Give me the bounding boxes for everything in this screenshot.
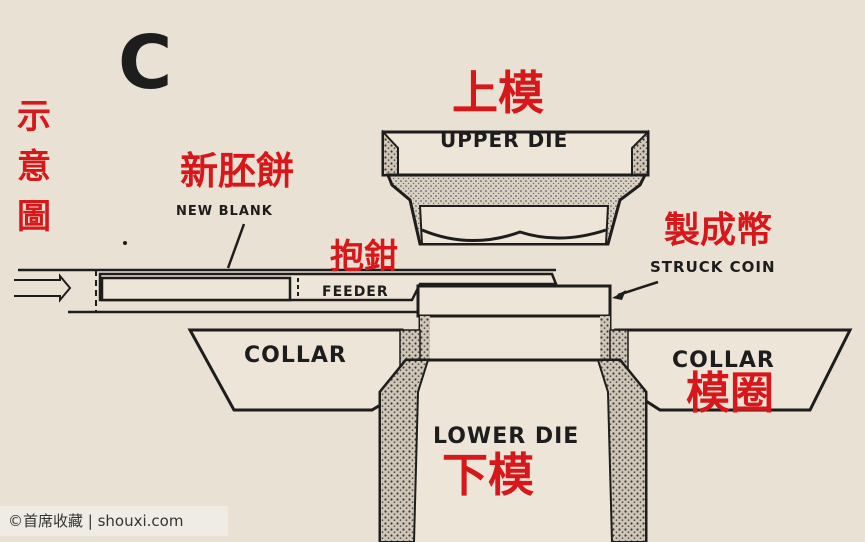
upper-die-label-en: UPPER DIE xyxy=(440,128,569,152)
struck-coin-label-en: STRUCK COIN xyxy=(650,258,776,276)
new-blank-label-en: NEW BLANK xyxy=(176,204,273,219)
side-caption-char-3: 圖 xyxy=(17,197,51,237)
lower-die-label-en: LOWER DIE xyxy=(433,424,580,449)
collar-label-zh: 模圈 xyxy=(686,368,774,419)
upper-die xyxy=(381,129,650,246)
struck-coin-area xyxy=(416,280,659,362)
lower-die-label-zh: 下模 xyxy=(442,448,534,502)
struck-coin-label-zh: 製成幣 xyxy=(664,209,773,251)
side-caption: 示 意 圖 xyxy=(14,92,54,242)
credit-watermark: ©首席收藏 | shouxi.com xyxy=(0,506,228,536)
feeder-label-zh: 抱鉗 xyxy=(330,237,398,277)
feeder-label-en: FEEDER xyxy=(322,284,389,300)
side-caption-char-1: 示 xyxy=(17,97,51,137)
panel-letter: C xyxy=(118,20,173,106)
collar-right-label: COLLAR xyxy=(672,348,775,373)
feeder-arm xyxy=(14,223,558,314)
new-blank-label-zh: 新胚餅 xyxy=(180,148,295,193)
collar-left xyxy=(187,328,421,412)
upper-die-label-zh: 上模 xyxy=(452,66,544,120)
collar-left-label: COLLAR xyxy=(244,343,347,368)
side-caption-char-2: 意 xyxy=(17,147,51,187)
lower-die xyxy=(378,358,648,542)
